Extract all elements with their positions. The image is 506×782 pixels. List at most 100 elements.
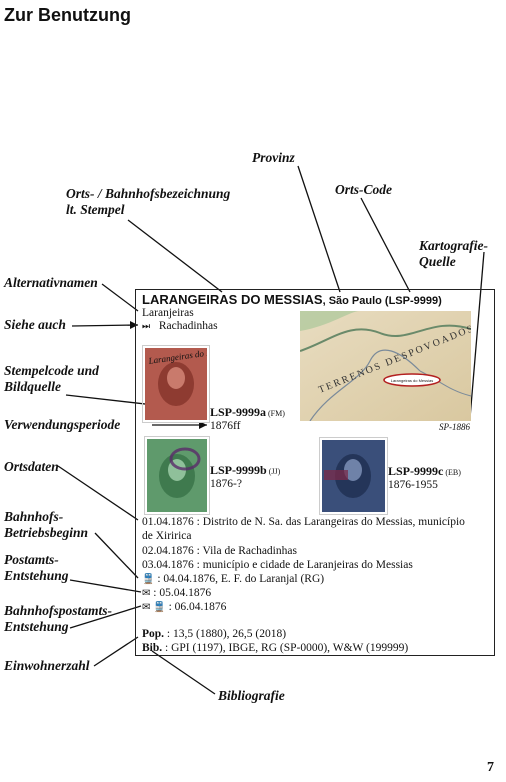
callout-stempelcode: Stempelcode und Bildquelle	[4, 363, 99, 395]
date-line-1: 01.04.1876 : Distrito de N. Sa. das Lara…	[142, 516, 465, 528]
stamp-c-face	[344, 459, 362, 481]
mail-icon-secondary: ✉	[142, 602, 151, 613]
callout-postamts-entstehung: Postamts- Entstehung	[4, 552, 69, 584]
map-river-3	[419, 370, 471, 397]
leader-siehe-auch	[71, 324, 139, 327]
entry-box	[135, 289, 495, 656]
stamp-a-graphic: Larangeiras do Messias	[145, 348, 207, 420]
page-title: Zur Benutzung	[4, 5, 131, 25]
stamp-b-graphic	[147, 439, 207, 512]
map-pin-label: Larangeiras do Messias	[391, 378, 433, 383]
date-line-4: 03.04.1876 : município e cidade de Laran…	[142, 559, 413, 571]
leader-bibliografie	[151, 650, 216, 695]
leader-ortsbezeichnung	[127, 219, 223, 293]
callout-stempelcode-line2: Bildquelle	[4, 379, 61, 394]
stamp-c-code-value: LSP-9999c	[388, 464, 444, 478]
callout-bahnhofspostamts-line2: Entstehung	[4, 619, 69, 634]
arrowhead-verwendungsperiode	[199, 421, 207, 429]
map-river-1	[300, 324, 471, 352]
rail-start-date: : 04.04.1876, E. F. do Laranjal (RG)	[154, 573, 325, 585]
callout-einwohnerzahl: Einwohnerzahl	[4, 658, 90, 673]
map-source-label: SP-1886	[439, 422, 470, 432]
stamp-a-code-value: LSP-9999a	[210, 405, 267, 419]
bibliography-label: Bib.	[142, 642, 163, 654]
stamp-a-code: LSP-9999a (FM)	[210, 405, 285, 421]
rail-post-office-row: ✉ 🚆 : 06.04.1876	[142, 600, 226, 615]
callout-ortsdaten: Ortsdaten	[4, 459, 59, 474]
bibliography-value: : GPI (1197), IBGE, RG (SP-0000), W&W (1…	[162, 642, 409, 654]
stamp-b-code: LSP-9999b (JJ)	[210, 463, 280, 479]
map-location-marker	[383, 373, 441, 387]
stamp-c-source: (EB)	[443, 468, 461, 477]
mail-icon: ✉	[142, 588, 151, 599]
population-label: Pop.	[142, 628, 165, 640]
stamp-image-b	[145, 437, 209, 514]
callout-kartografie-line2: Quelle	[419, 254, 456, 269]
callout-ortsbezeichnung-line1: Orts- / Bahnhofsbezeichnung	[66, 186, 231, 201]
callout-verwendungsperiode: Verwendungsperiode	[4, 417, 121, 432]
leader-postamts	[69, 579, 142, 593]
callout-kartografie-line1: Kartografie-	[419, 238, 488, 253]
callout-ortsbezeichnung-line2: lt. Stempel	[66, 202, 125, 217]
train-icon: 🚆	[142, 574, 155, 585]
leader-bahnhofspostamts	[69, 605, 142, 629]
alternative-name: Laranjeiras	[142, 307, 194, 319]
train-icon-secondary: 🚆	[153, 602, 166, 613]
date-line-3: 02.04.1876 : Vila de Rachadinhas	[142, 545, 297, 557]
post-office-row: ✉ : 05.04.1876	[142, 586, 211, 601]
leader-alternativnamen	[101, 283, 139, 312]
date-line-2: de Xiririca	[142, 530, 192, 542]
place-state-code: , São Paulo (LSP-9999)	[322, 295, 442, 307]
arrowhead-siehe-auch	[130, 321, 138, 329]
entry-title: LARANGEIRAS DO MESSIAS, São Paulo (LSP-9…	[142, 293, 442, 308]
leader-provinz	[297, 165, 341, 293]
population-value: : 13,5 (1880), 26,5 (2018)	[164, 628, 287, 640]
stamp-c-graphic	[322, 440, 385, 512]
map-background	[300, 311, 471, 421]
callout-ortsbezeichnung: Orts- / Bahnhofsbezeichnung lt. Stempel	[66, 186, 230, 218]
map-region-green	[300, 311, 360, 331]
map-graphic: TERRENOS DESPOVOADOS Larangeiras do Mess…	[300, 311, 471, 421]
callout-siehe-auch: Siehe auch	[4, 317, 66, 332]
stamp-b-cancel	[169, 447, 201, 471]
callout-bahnhofs-line2: Betriebsbeginn	[4, 525, 89, 540]
callout-provinz: Provinz	[252, 150, 295, 165]
bibliography-row: Bib. : GPI (1197), IBGE, RG (SP-0000), W…	[142, 641, 408, 655]
population-row: Pop. : 13,5 (1880), 26,5 (2018)	[142, 627, 286, 641]
stamp-b-period: 1876-?	[210, 478, 242, 490]
callout-bahnhofspostamts-entstehung: Bahnhofspostamts- Entstehung	[4, 603, 112, 635]
rail-post-office-date: : 06.04.1876	[165, 601, 227, 613]
rail-start-row: 🚆 : 04.04.1876, E. F. do Laranjal (RG)	[142, 572, 324, 587]
see-also-link[interactable]: Rachadinhas	[158, 320, 218, 332]
stamp-image-a: Larangeiras do Messias	[143, 346, 209, 422]
map-river-2	[309, 349, 421, 421]
stamp-a-face	[167, 367, 185, 389]
callout-postamts-line1: Postamts-	[4, 552, 59, 567]
post-office-date: : 05.04.1876	[150, 587, 212, 599]
stamp-image-c	[320, 438, 387, 514]
stamp-b-code-value: LSP-9999b	[210, 463, 267, 477]
stamp-c-period: 1876-1955	[388, 479, 438, 491]
leader-orts-code	[360, 197, 411, 293]
callout-stempelcode-line1: Stempelcode und	[4, 363, 99, 378]
map-image: TERRENOS DESPOVOADOS Larangeiras do Mess…	[300, 311, 471, 421]
leader-einwohnerzahl	[93, 636, 139, 667]
stamp-a-source: (FM)	[266, 409, 285, 418]
see-also-row[interactable]: ⏭ Rachadinhas	[142, 319, 218, 333]
callout-bahnhofs-line1: Bahnhofs-	[4, 509, 64, 524]
leader-bahnhofs	[94, 532, 139, 579]
stamp-c-code: LSP-9999c (EB)	[388, 464, 461, 480]
callout-bibliografie: Bibliografie	[218, 688, 285, 703]
callout-orts-code: Orts-Code	[335, 182, 392, 197]
stamp-b-source: (JJ)	[266, 467, 281, 476]
stamp-c-cancel	[324, 470, 348, 480]
callout-kartografie: Kartografie- Quelle	[419, 238, 488, 270]
page-number: 7	[487, 760, 494, 775]
callout-postamts-line2: Entstehung	[4, 568, 69, 583]
stamp-a-period: 1876ff	[210, 420, 241, 432]
leader-kartografie	[469, 251, 485, 419]
place-name: LARANGEIRAS DO MESSIAS	[142, 292, 323, 307]
callout-bahnhofspostamts-line1: Bahnhofspostamts-	[4, 603, 113, 618]
skip-forward-icon: ⏭	[142, 321, 151, 331]
